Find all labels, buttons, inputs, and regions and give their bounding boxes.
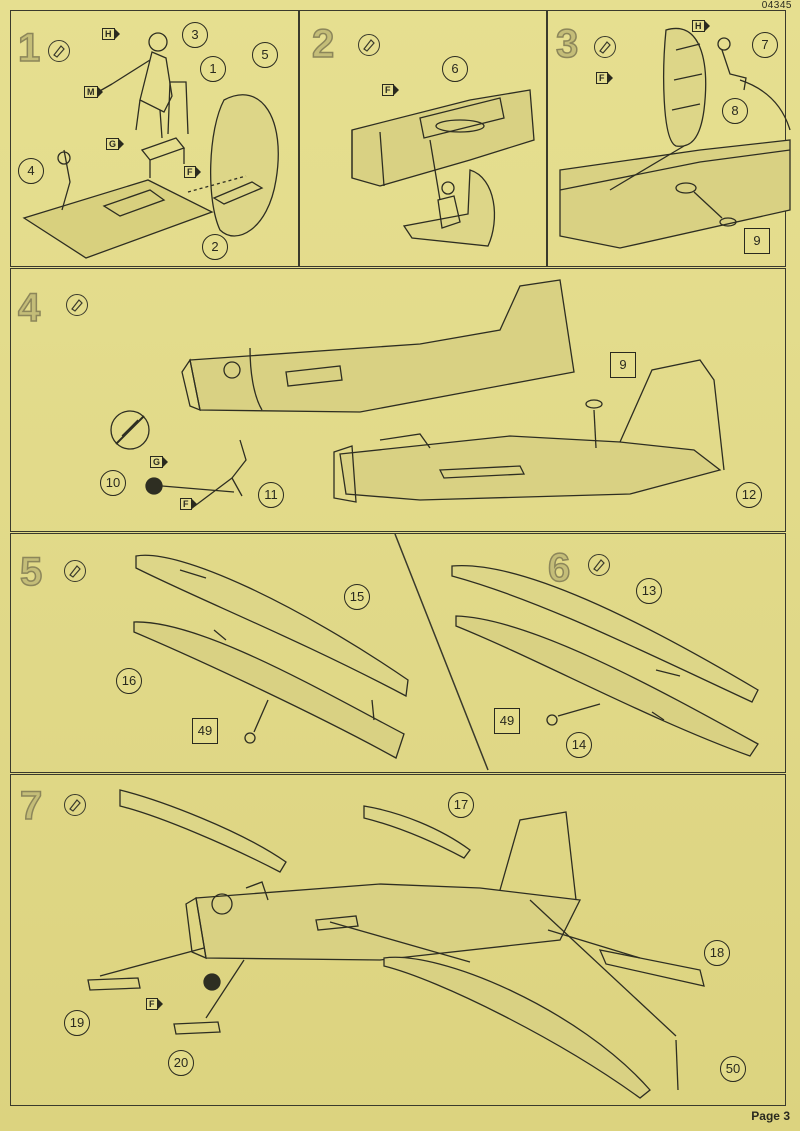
sprue-flag-f: F	[146, 998, 162, 1010]
no-glue-icon	[110, 410, 150, 450]
step-7-frame	[10, 774, 786, 1106]
step-7-drawing	[88, 790, 704, 1098]
step-number-5: 5	[19, 550, 43, 594]
part-callout-4: 4	[18, 158, 44, 184]
sprue-flag-g: G	[150, 456, 169, 468]
part-callout-16: 16	[116, 668, 142, 694]
sprue-flag-f: F	[596, 72, 612, 84]
glue-tube-icon	[588, 554, 610, 576]
part-callout-1: 1	[200, 56, 226, 82]
page-label: Page 3	[751, 1109, 790, 1123]
part-callout-2: 2	[202, 234, 228, 260]
glue-tube-icon	[64, 560, 86, 582]
sprue-flag-h: H	[102, 28, 119, 40]
step-number-7: 7	[19, 784, 43, 828]
kit-code: 04345	[761, 0, 792, 11]
step-5-drawing	[134, 555, 408, 758]
step-1-drawing	[24, 33, 278, 258]
step-1-frame	[10, 10, 300, 267]
part-callout-7: 7	[752, 32, 778, 58]
part-callout-18: 18	[704, 940, 730, 966]
part-callout-49: 49	[192, 718, 218, 744]
part-callout-10: 10	[100, 470, 126, 496]
step-2-frame	[298, 10, 548, 267]
part-callout-49: 49	[494, 708, 520, 734]
sprue-flag-f: F	[184, 166, 200, 178]
part-callout-9: 9	[744, 228, 770, 254]
step-3-frame	[546, 10, 786, 267]
glue-tube-icon	[594, 36, 616, 58]
step-4-drawing	[111, 280, 724, 508]
part-callout-3: 3	[182, 22, 208, 48]
part-callout-6: 6	[442, 56, 468, 82]
part-callout-8: 8	[722, 98, 748, 124]
step-number-1: 1	[17, 26, 41, 70]
part-callout-19: 19	[64, 1010, 90, 1036]
sprue-flag-f: F	[180, 498, 196, 510]
sprue-flag-g: G	[106, 138, 125, 150]
part-callout-5: 5	[252, 42, 278, 68]
sprue-flag-m: M	[84, 86, 102, 98]
glue-tube-icon	[48, 40, 70, 62]
part-callout-20: 20	[168, 1050, 194, 1076]
sprue-flag-f: F	[382, 84, 398, 96]
part-callout-15: 15	[344, 584, 370, 610]
step-3-drawing	[560, 28, 790, 248]
glue-tube-icon	[358, 34, 380, 56]
step-number-4: 4	[17, 286, 41, 330]
part-callout-9: 9	[610, 352, 636, 378]
part-callout-12: 12	[736, 482, 762, 508]
step-number-6: 6	[547, 546, 571, 590]
part-callout-11: 11	[258, 482, 284, 508]
step-5-6-frame	[10, 533, 786, 773]
glue-tube-icon	[64, 794, 86, 816]
glue-tube-icon	[66, 294, 88, 316]
sprue-flag-h: H	[692, 20, 709, 32]
part-callout-14: 14	[566, 732, 592, 758]
step-number-3: 3	[555, 22, 579, 66]
part-callout-13: 13	[636, 578, 662, 604]
part-callout-17: 17	[448, 792, 474, 818]
step-2-drawing	[352, 90, 534, 246]
step-6-drawing	[452, 566, 758, 756]
step-4-frame	[10, 268, 786, 532]
step-number-2: 2	[311, 22, 335, 66]
part-callout-50: 50	[720, 1056, 746, 1082]
